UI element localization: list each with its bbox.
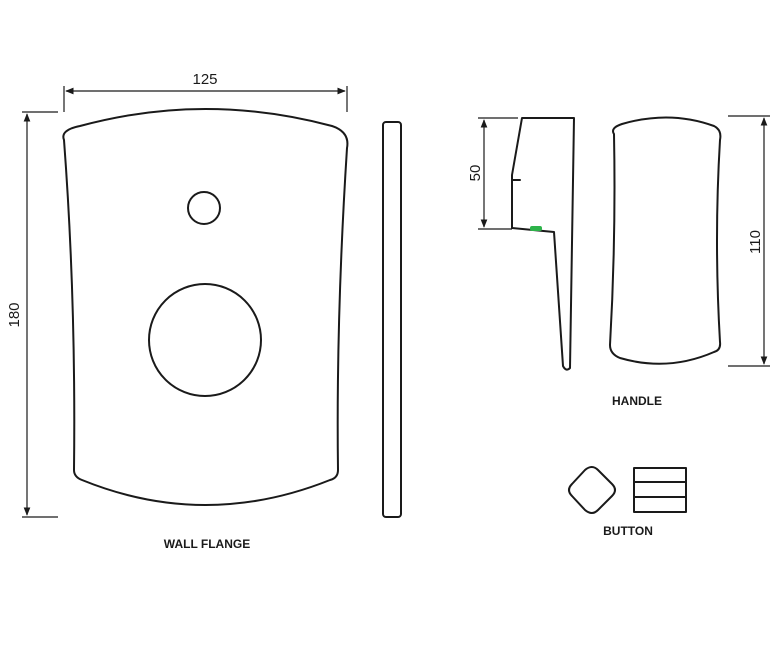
wall-flange-outline xyxy=(62,108,349,506)
button-octagon-outline xyxy=(568,466,616,514)
handle-side-outline xyxy=(511,117,575,371)
button-side-view xyxy=(633,467,687,513)
handle-side-view xyxy=(511,117,575,371)
button-side-outline xyxy=(633,467,687,513)
wall-flange-side-view xyxy=(382,121,402,518)
wall-flange-label: WALL FLANGE xyxy=(164,537,250,551)
flange-width-dimension: 125 xyxy=(63,71,348,112)
handle-front-view xyxy=(609,116,722,365)
flange-height-value: 180 xyxy=(6,302,23,327)
flange-width-value: 125 xyxy=(192,71,217,88)
flange-height-dimension: 180 xyxy=(6,111,58,518)
diverter-button-hole xyxy=(187,191,221,225)
handle-lever-height-dimension: 50 xyxy=(467,117,518,230)
handle-indicator-mark xyxy=(530,226,542,231)
handle-lever-height-value: 50 xyxy=(467,165,484,182)
handle-spindle-hole xyxy=(148,283,262,397)
handle-label: HANDLE xyxy=(612,394,662,408)
handle-height-value: 110 xyxy=(747,230,764,254)
button-front-view xyxy=(568,466,616,514)
handle-height-dimension: 110 xyxy=(728,115,770,367)
button-label: BUTTON xyxy=(603,524,653,538)
wall-flange-front-view xyxy=(62,108,349,506)
